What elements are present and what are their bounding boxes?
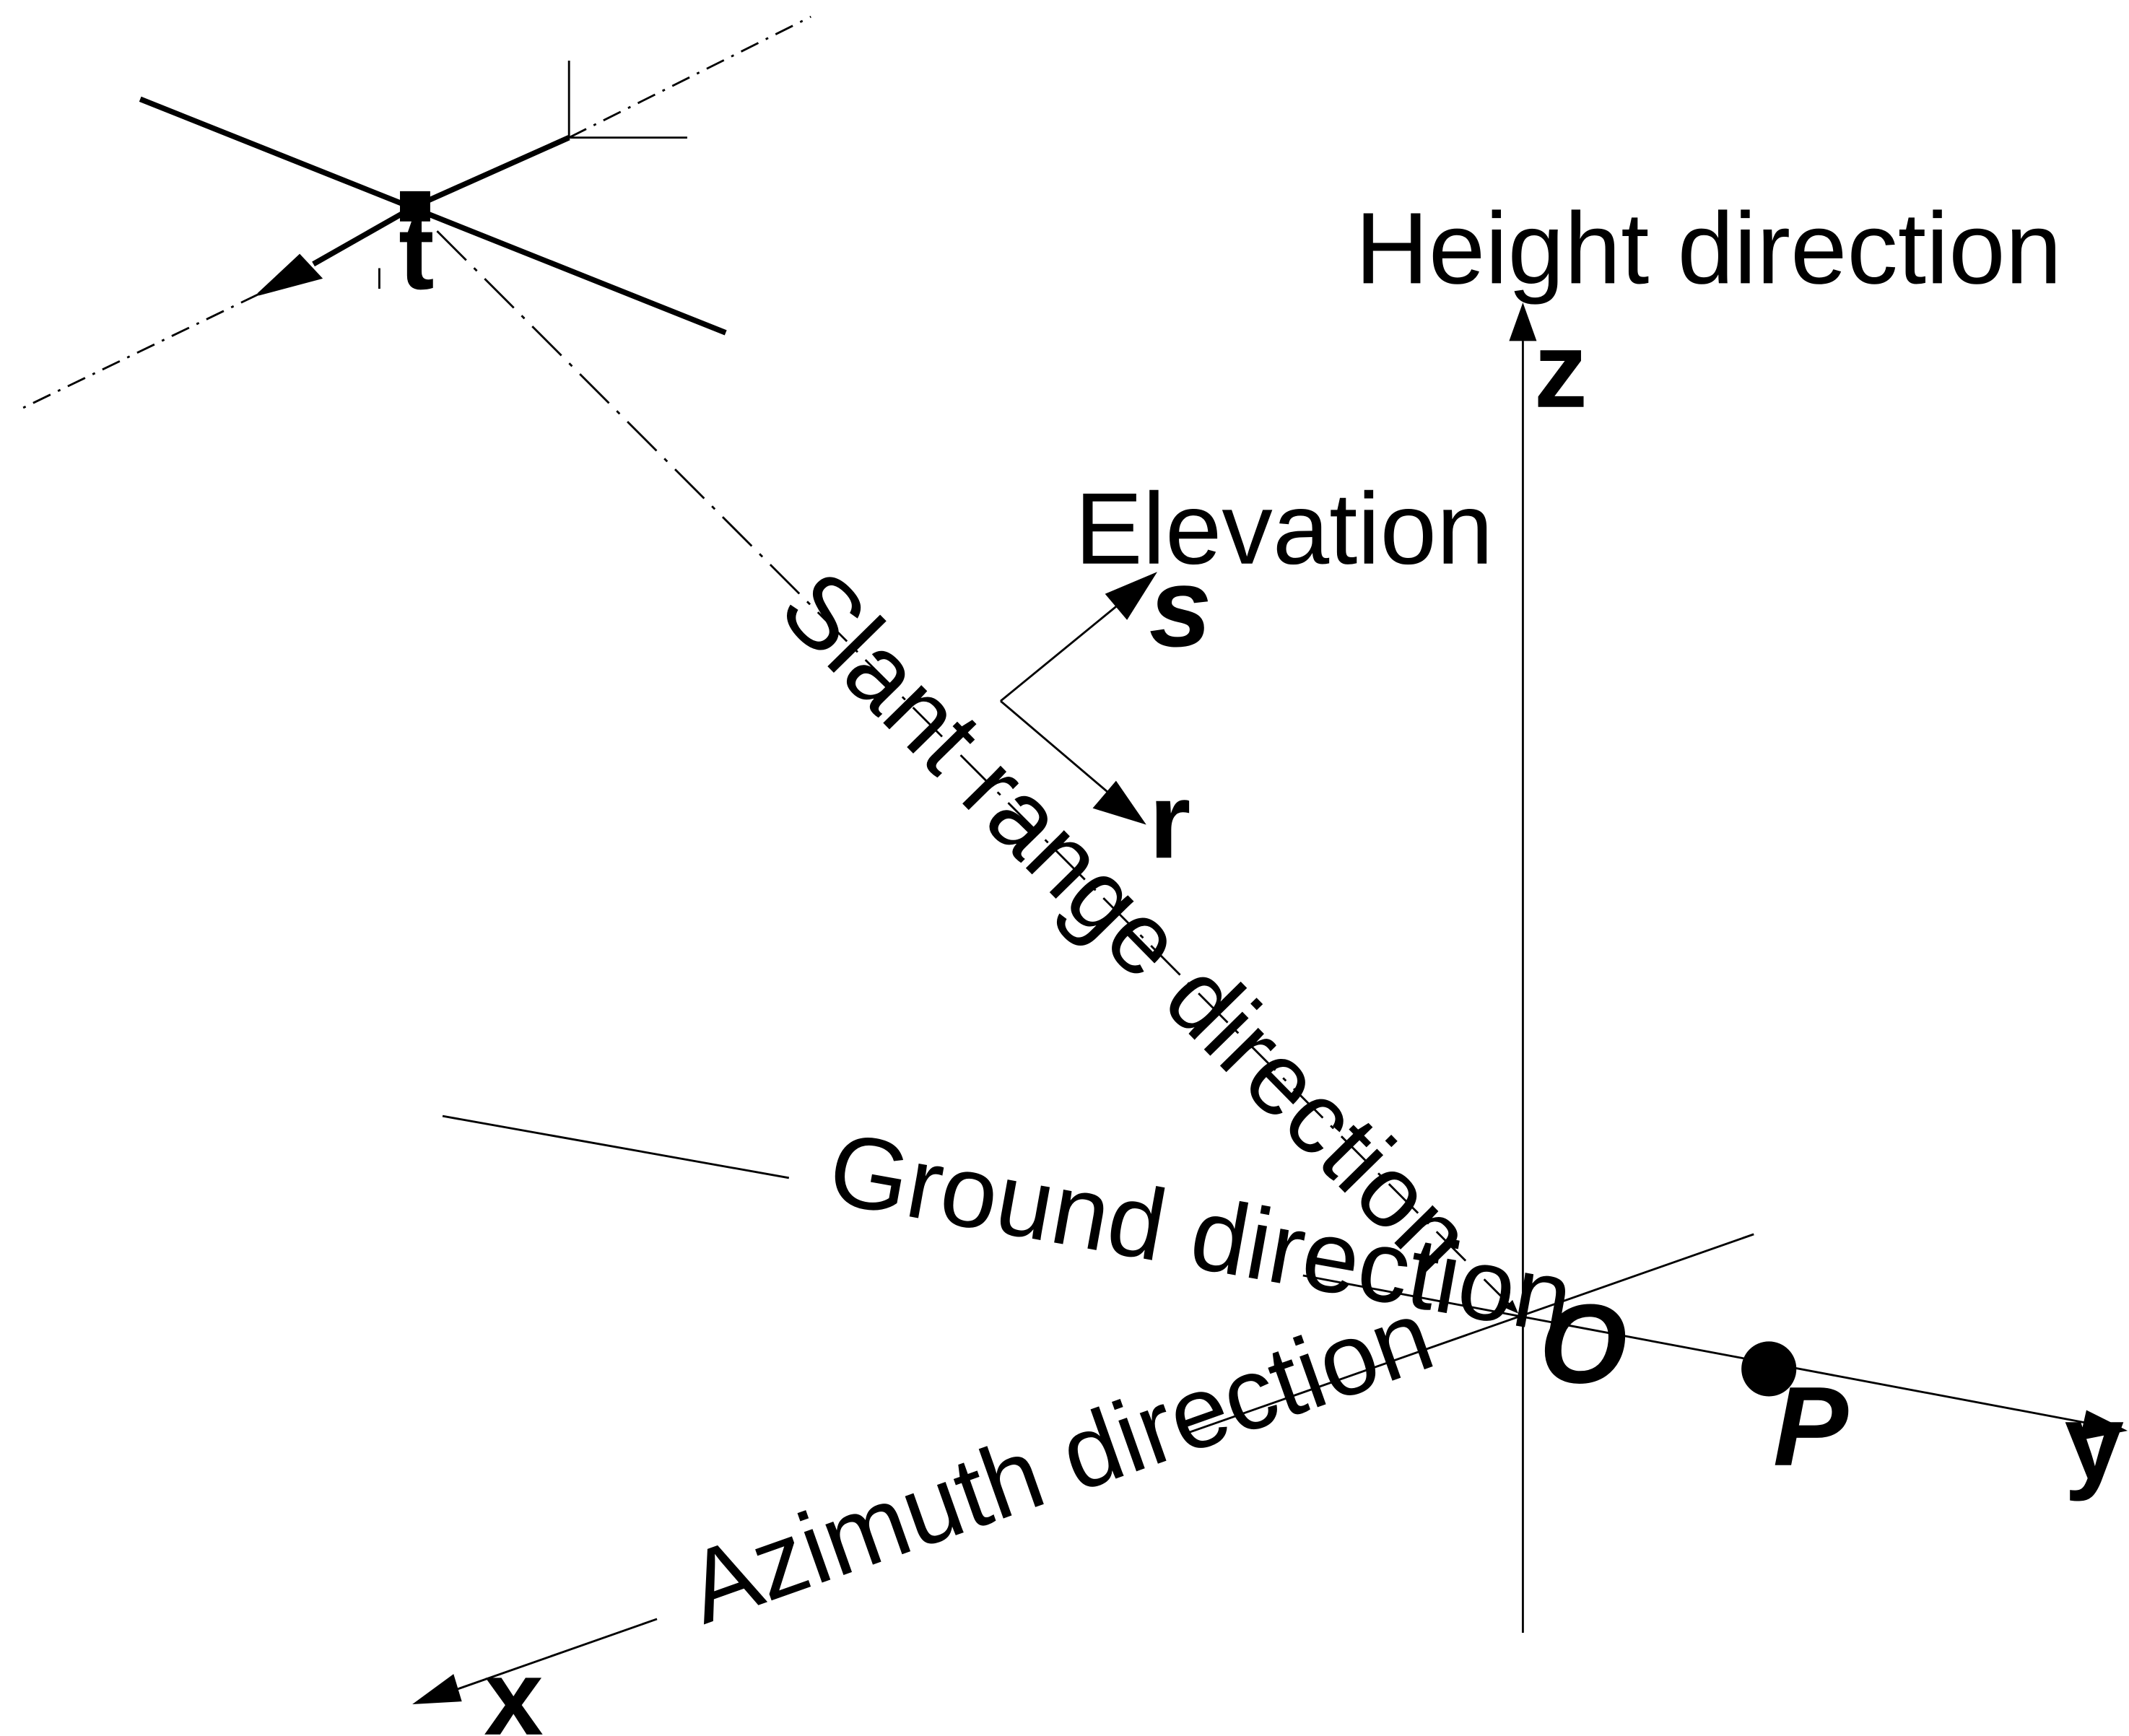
platform-position-marker	[400, 191, 430, 222]
origin-label: O	[1539, 1281, 1627, 1407]
elevation-label: Elevation	[1075, 471, 1494, 585]
platform-body	[414, 135, 570, 209]
r-axis-label: r	[1149, 762, 1191, 881]
point-p-marker	[1741, 1341, 1797, 1397]
r-axis-arrowhead	[1092, 780, 1146, 825]
flight-path-backward	[19, 293, 259, 411]
height-direction-label: Height direction	[1355, 191, 2062, 305]
azimuth-line-upper	[1181, 1233, 1754, 1436]
platform-heading-arrowhead	[257, 253, 323, 296]
y-axis-label: y	[2065, 1383, 2125, 1502]
r-axis-line	[1000, 700, 1112, 795]
slant-range-line	[436, 230, 1519, 1314]
platform-wing	[139, 96, 727, 336]
x-axis-label: x	[484, 1639, 544, 1736]
platform-label: t	[399, 193, 434, 312]
s-axis-line	[1000, 601, 1123, 702]
platform	[19, 15, 811, 411]
y-axis-arrowhead	[2079, 1410, 2128, 1441]
z-axis-label: z	[1534, 311, 1588, 430]
point-p-label: P	[1773, 1364, 1849, 1490]
y-axis-line	[1302, 1274, 2092, 1425]
x-axis-arrowhead	[412, 1674, 462, 1704]
platform-body-front	[312, 204, 417, 267]
azimuth-direction-label: Azimuth direction	[673, 1277, 1446, 1645]
height-axis-arrowhead	[1509, 302, 1537, 341]
flight-path-forward	[568, 15, 811, 139]
s-axis-label: s	[1149, 545, 1212, 671]
local-frame	[1000, 572, 1158, 825]
ground-direction-label: Ground direction	[821, 1110, 1581, 1356]
ground-line-left	[442, 1115, 790, 1179]
x-axis-line	[453, 1618, 658, 1692]
s-axis-arrowhead	[1105, 572, 1158, 620]
